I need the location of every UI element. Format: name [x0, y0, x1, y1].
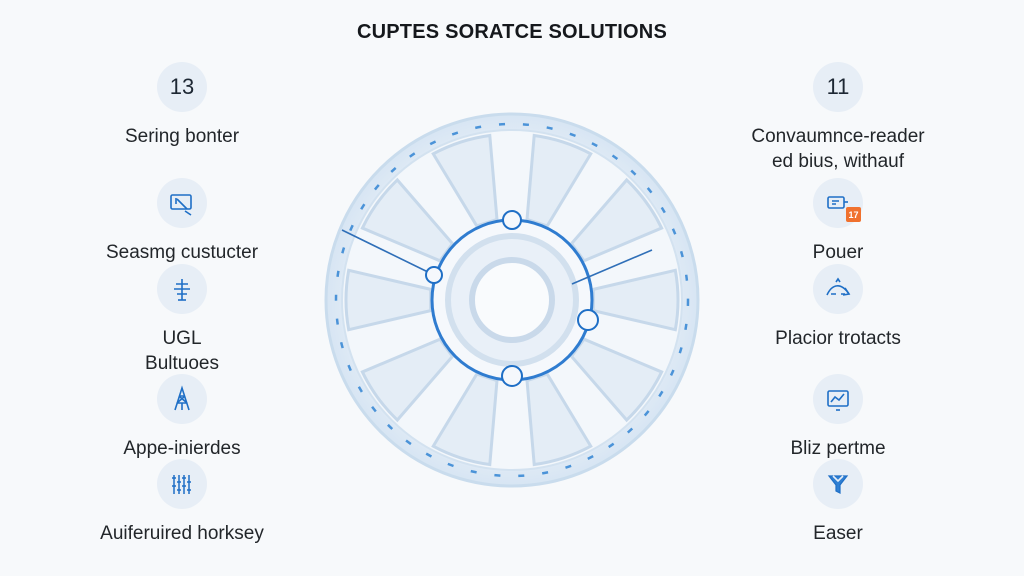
pen-tablet-icon — [157, 178, 207, 228]
servers-icon — [157, 459, 207, 509]
number-badge: 13 — [157, 62, 207, 112]
count-tag: 17 — [846, 207, 861, 222]
item-label: Bliz pertme — [790, 436, 885, 461]
wheel-spoke — [360, 337, 455, 423]
right-item-4[interactable]: Bliz pertme — [718, 374, 958, 461]
route-icon — [813, 264, 863, 314]
item-label: UGL Bultuoes — [145, 326, 219, 376]
node-left-icon — [425, 266, 443, 284]
connector-line-right — [571, 249, 653, 285]
item-label: Seasmg custucter — [106, 240, 258, 265]
right-item-2[interactable]: 17 Pouer — [718, 178, 958, 265]
wheel-spoke — [569, 177, 664, 263]
label-line: Auiferuired horksey — [100, 523, 264, 544]
device-tag-icon: 17 — [813, 178, 863, 228]
screen-chart-icon — [813, 374, 863, 424]
connector-line-left — [341, 229, 433, 275]
node-bottom-icon — [501, 365, 523, 387]
right-item-1[interactable]: 11 Convaumnce-reader ed bius, withauf — [718, 62, 958, 174]
left-item-1[interactable]: 13 Sering bonter — [62, 62, 302, 149]
item-label: Sering bonter — [125, 124, 239, 149]
signpost-icon — [157, 264, 207, 314]
label-line: Convaumnce-reader — [751, 126, 925, 147]
number-badge: 11 — [813, 62, 863, 112]
left-item-3[interactable]: UGL Bultuoes — [62, 264, 302, 376]
wheel-spoke — [360, 177, 455, 263]
item-label: Pouer — [813, 240, 864, 265]
label-line: Placior trotacts — [775, 328, 901, 349]
item-label: Easer — [813, 521, 863, 546]
label-line: Sering bonter — [124, 126, 240, 147]
wheel-diagram — [324, 112, 700, 488]
wheel-spoke — [569, 337, 664, 423]
label-line: Appe-inierdes — [123, 438, 241, 459]
wheel-spoke — [344, 268, 433, 332]
badge-number: 11 — [826, 74, 850, 99]
item-label: Convaumnce-reader ed bius, withauf — [751, 124, 924, 174]
item-label: Appe-inierdes — [123, 436, 240, 461]
rim-dashes — [334, 122, 690, 478]
label-line: ed bius, withauf — [771, 151, 904, 172]
wheel-spoke — [525, 372, 593, 467]
right-item-3[interactable]: Placior trotacts — [718, 264, 958, 351]
wheel-spoke — [431, 372, 499, 467]
label-line: Easer — [813, 523, 863, 544]
spoke-group — [344, 133, 680, 467]
gear-core — [469, 257, 555, 343]
label-line: Bliz pertme — [790, 438, 886, 459]
label-line: Seasmg custucter — [105, 242, 259, 263]
item-label: Placior trotacts — [775, 326, 901, 351]
left-item-4[interactable]: Appe-inierdes — [62, 374, 302, 461]
label-line: UGL — [162, 328, 202, 349]
left-item-2[interactable]: Seasmg custucter — [62, 178, 302, 265]
node-top-icon — [502, 210, 522, 230]
page-title: CUPTES SORATCE SOLUTIONS — [356, 21, 667, 43]
item-label: Auiferuired horksey — [100, 521, 264, 546]
funnel-icon — [813, 459, 863, 509]
left-item-5[interactable]: Auiferuired horksey — [62, 459, 302, 546]
tower-icon — [157, 374, 207, 424]
right-item-5[interactable]: Easer — [718, 459, 958, 546]
wheel-spoke — [525, 133, 593, 228]
node-right-icon — [577, 309, 599, 331]
badge-number: 13 — [169, 74, 195, 99]
label-line: Bultuoes — [145, 353, 219, 374]
label-line: Pouer — [812, 242, 864, 263]
wheel-spoke — [431, 133, 499, 228]
wheel-spoke — [591, 268, 680, 332]
